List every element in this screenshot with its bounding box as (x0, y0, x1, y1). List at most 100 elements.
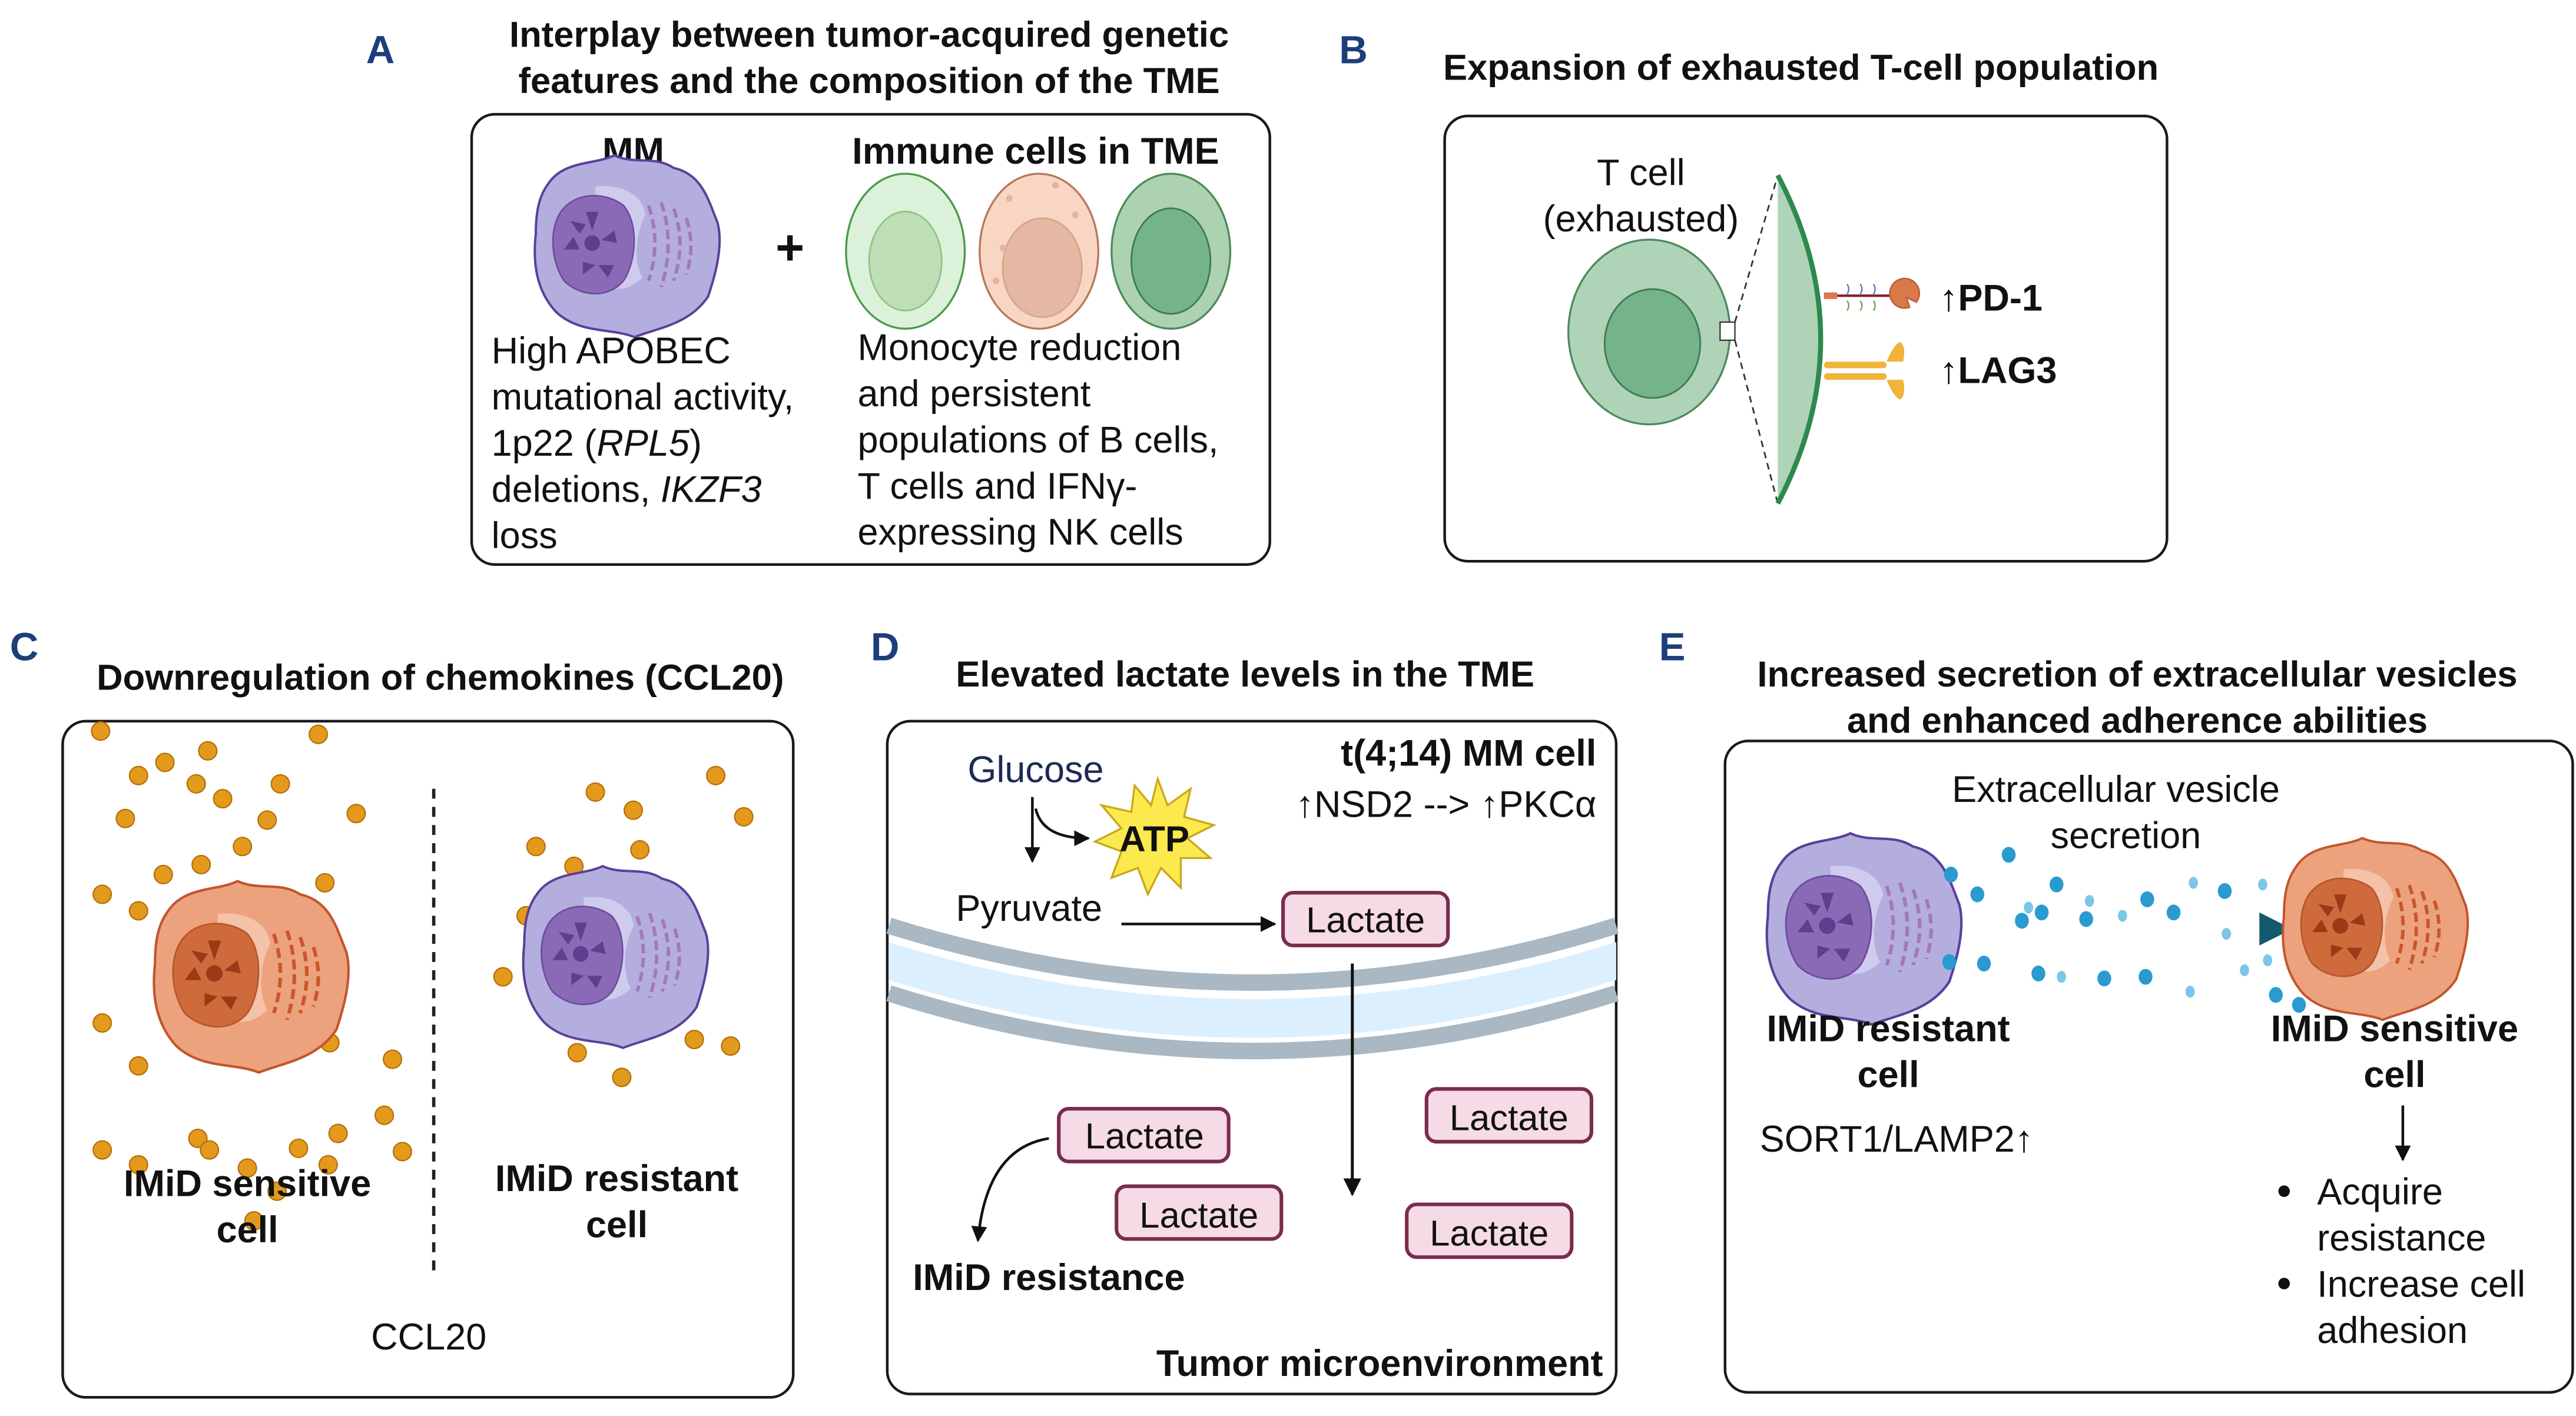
chemokine-dot (328, 1123, 348, 1143)
zoom-callout-lines (1734, 175, 1779, 504)
panel-letter-b: B (1339, 28, 1368, 72)
vesicle-dot (2185, 986, 2195, 998)
vesicle-dot (1942, 954, 1957, 970)
recipient-label-line1: IMiD sensitive (2271, 1008, 2518, 1049)
chemokine-dot (198, 741, 218, 761)
vesicle-dot (2257, 878, 2267, 891)
vesicle-dot (2049, 876, 2064, 893)
ccl20-chemokines-right (493, 765, 754, 1087)
glucose-to-atp-arrow (1034, 808, 1090, 847)
chemokine-dot (188, 1129, 208, 1149)
chemokine-dot (270, 774, 290, 794)
t-cell-label-line1: T cell (1597, 152, 1685, 194)
pathway-label: ↑NSD2 --> ↑PKCα (1295, 784, 1596, 825)
lactate-box-extracellular: Lactate (1424, 1087, 1593, 1144)
chemokine-dot (200, 1140, 220, 1160)
ev-secretion-label-line1: Extracellular vesicle (1952, 769, 2280, 810)
imid-resistant-donor-cell-icon (1767, 833, 1961, 1024)
mm-text-line: deletions, IKZF3 (492, 469, 762, 510)
vesicle-dot (2015, 913, 2029, 929)
sensitive-cell-label-line2: cell (217, 1209, 279, 1251)
mm-text-line: 1p22 (RPL5) (492, 423, 702, 464)
cell-type-label: t(4;14) MM cell (1341, 733, 1596, 774)
bullet-2-line2: adhesion (2317, 1310, 2468, 1351)
chemokine-dot (734, 807, 754, 827)
chemokine-dot (392, 1142, 412, 1162)
recipient-label-line2: cell (2363, 1054, 2425, 1096)
vesicle-dot (2292, 997, 2306, 1013)
atp-starburst-icon (1092, 775, 1217, 897)
lactate-label: Lactate (1430, 1213, 1549, 1254)
chemokine-dot (128, 1056, 148, 1076)
chemokine-dot (567, 1043, 587, 1063)
vesicle-dot (2057, 970, 2066, 983)
mm-text-line: mutational activity, (492, 377, 794, 418)
vesicle-dot (2189, 877, 2199, 889)
pyruvate-label: Pyruvate (956, 888, 1102, 929)
imid-sensitive-recipient-cell-icon (2283, 838, 2468, 1020)
lactate-to-resistance-arrow (971, 1137, 1049, 1242)
panel-letter-c: C (10, 625, 39, 669)
panel-letter-d: D (871, 625, 900, 669)
vesicle-dot (2117, 910, 2127, 922)
chemokine-dot (315, 873, 335, 893)
atp-label: ATP (1119, 819, 1189, 860)
immune-cells-heading: Immune cells in TME (852, 131, 1219, 172)
chemokine-dot (115, 808, 135, 828)
vesicle-dot (2139, 969, 2153, 985)
lactate-box-extracellular: Lactate (1405, 1202, 1574, 1259)
vesicle-dot (2217, 883, 2232, 899)
chemokine-dot (493, 967, 513, 987)
vesicle-dot (1970, 886, 1985, 903)
chemokine-dot (244, 1211, 264, 1231)
vesicle-dot (1944, 866, 1958, 883)
immune-text-line: populations of B cells, (857, 419, 1218, 460)
bullet-1-line1: Acquire (2317, 1172, 2443, 1213)
lactate-box-intracellular: Lactate (1281, 891, 1450, 947)
nk-cell-icon (1110, 173, 1232, 330)
chemokine-dot (186, 774, 206, 794)
panel-a: A Interplay between tumor-acquired genet… (366, 14, 1271, 566)
panel-c-title: Downregulation of chemokines (CCL20) (97, 658, 784, 698)
imid-sensitive-cell-icon (154, 881, 348, 1073)
panel-d: D Elevated lactate levels in the TME t(4… (871, 625, 1619, 1395)
lag3-receptor-icon (1824, 341, 1905, 400)
donor-label-line2: cell (1857, 1054, 1919, 1096)
vesicle-dot (2140, 891, 2154, 907)
chemokine-dot (309, 724, 329, 744)
plus-sign: + (775, 220, 804, 275)
panel-d-title: Elevated lactate levels in the TME (956, 654, 1534, 695)
immune-cell-light-green-icon (845, 173, 966, 330)
chemokine-dot (612, 1067, 632, 1087)
immune-text-line: and persistent (857, 373, 1090, 414)
panel-e-title-line1: Increased secretion of extracellular ves… (1757, 654, 2517, 695)
panel-e: E Increased secretion of extracellular v… (1659, 625, 2574, 1394)
glucose-label: Glucose (967, 750, 1103, 791)
panel-e-title-line2: and enhanced adherence abilities (1847, 701, 2428, 741)
vesicle-dot (2001, 847, 2016, 863)
chemokine-dot (374, 1105, 394, 1125)
chemokine-dot (237, 1158, 257, 1178)
chemokine-dot (289, 1138, 309, 1158)
bullet-icon (2278, 1278, 2290, 1289)
vesicle-dot (2097, 970, 2111, 987)
imid-resistance-label: IMiD resistance (913, 1257, 1185, 1298)
chemokine-dot (585, 782, 605, 802)
sensitive-cell-label-line1: IMiD sensitive (124, 1163, 371, 1205)
chemokine-dot (267, 1181, 287, 1201)
monocyte-icon (979, 173, 1100, 330)
exhausted-t-cell-icon (1567, 238, 1736, 426)
chemokine-dot (346, 804, 366, 824)
t-cell-label-line2: (exhausted) (1543, 198, 1739, 240)
bullet-icon (2278, 1185, 2290, 1197)
ev-secretion-label-line2: secretion (2051, 815, 2202, 857)
chemokine-dot (684, 1029, 704, 1050)
donor-label-line1: IMiD resistant (1766, 1008, 2010, 1049)
lactate-label: Lactate (1450, 1098, 1569, 1139)
sort1-lamp2-label: SORT1/LAMP2↑ (1760, 1119, 2034, 1160)
immune-text-line: T cells and IFNγ- (857, 466, 1137, 507)
lactate-label: Lactate (1085, 1116, 1204, 1156)
panel-c-box (61, 719, 795, 1399)
ccl20-chemokines-left (91, 721, 412, 1231)
